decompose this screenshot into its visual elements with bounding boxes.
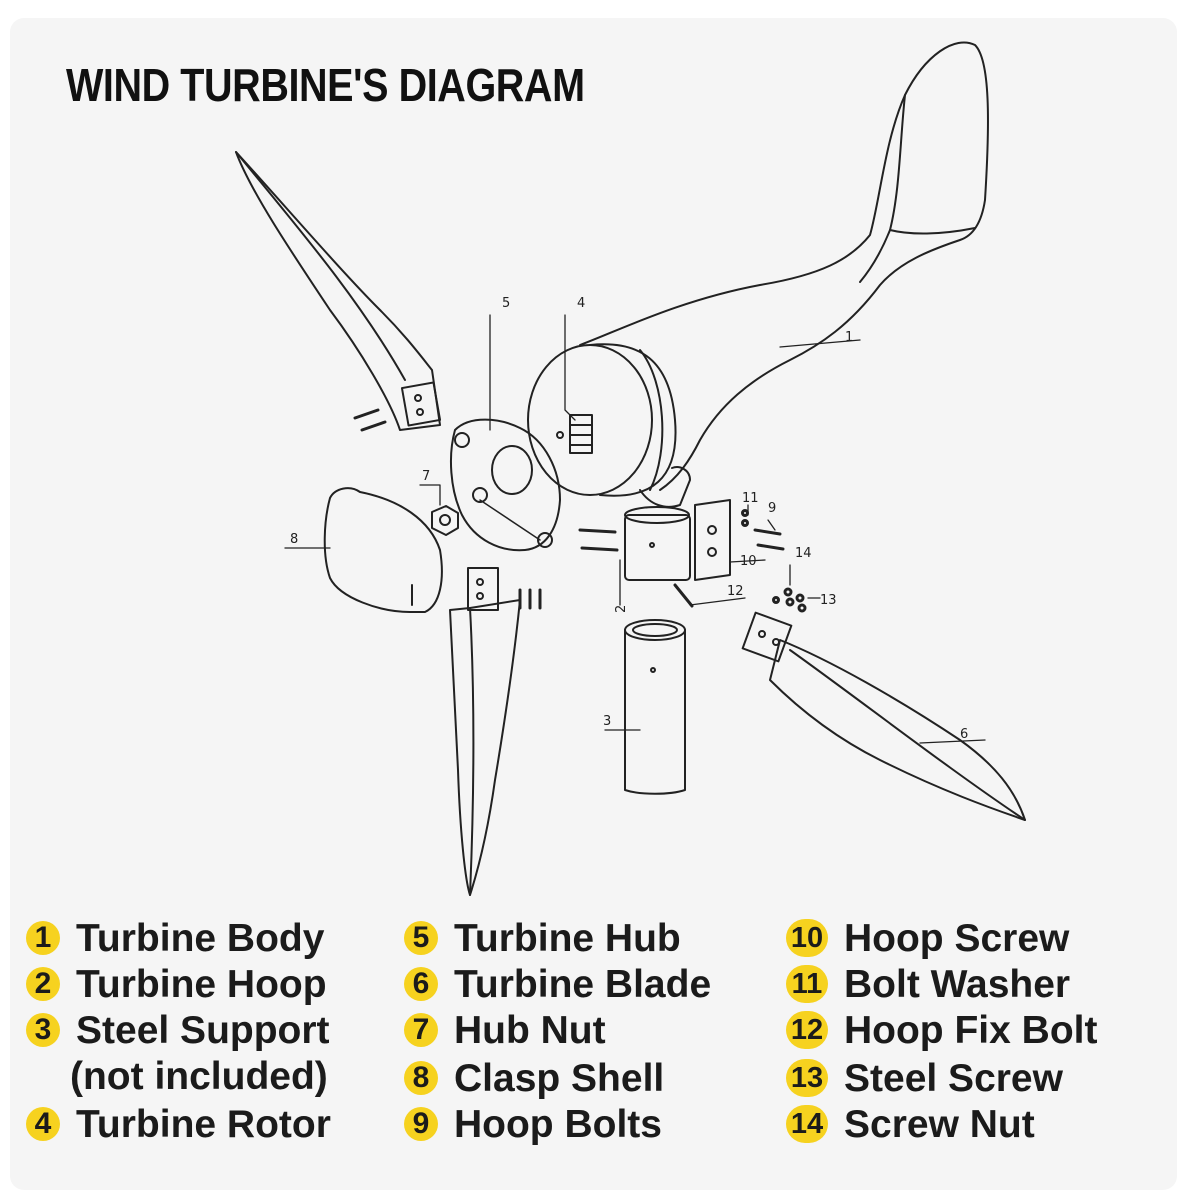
legend-label: Turbine Blade [454, 963, 712, 1006]
callout-9: 9 [768, 501, 776, 516]
callout-8: 8 [290, 532, 298, 547]
turbine-hoop-part [624, 506, 691, 581]
legend-item-3: 3 Steel Support [26, 1008, 330, 1054]
callout-10: 10 [740, 554, 757, 569]
clasp-shell-part [323, 487, 443, 613]
legend-item-2: 2 Turbine Hoop [26, 962, 327, 1008]
legend-label: Hoop Bolts [454, 1103, 662, 1146]
legend-label: Hoop Fix Bolt [844, 1009, 1098, 1052]
legend-item-5: 5 Turbine Hub [404, 916, 681, 962]
legend-number-badge: 9 [404, 1107, 438, 1141]
legend-label: Bolt Washer [844, 963, 1071, 1006]
legend-item-12: 12 Hoop Fix Bolt [786, 1008, 1097, 1054]
callout-13: 13 [820, 593, 837, 608]
callout-7: 7 [422, 469, 430, 484]
legend-item-14: 14 Screw Nut [786, 1102, 1035, 1148]
legend-number-badge: 13 [786, 1059, 828, 1097]
callout-3: 3 [603, 714, 611, 729]
bolts-hardware [353, 408, 807, 613]
legend-number-badge: 1 [26, 921, 60, 955]
legend-number-badge: 6 [404, 967, 438, 1001]
turbine-blade-right [741, 611, 1026, 821]
legend-number-badge: 3 [26, 1013, 60, 1047]
callout-2: 2 [614, 605, 629, 613]
legend-item-1: 1 Turbine Body [26, 916, 324, 962]
legend-number-badge: 10 [786, 919, 828, 957]
legend-item-4: 4 Turbine Rotor [26, 1102, 331, 1148]
turbine-body-part [579, 41, 989, 491]
leader-lines [284, 314, 986, 744]
callout-14: 14 [795, 546, 812, 561]
legend-number-badge: 7 [404, 1013, 438, 1047]
diagram-title: WIND TURBINE'S DIAGRAM [66, 59, 585, 111]
legend-item-7: 7 Hub Nut [404, 1008, 606, 1054]
legend-label: Turbine Hoop [76, 963, 327, 1006]
turbine-exploded-diagram: 1 2 3 4 5 6 7 8 9 10 11 12 13 14 [235, 41, 1026, 896]
legend-item-11: 11 Bolt Washer [786, 962, 1070, 1008]
hub-nut-part [431, 505, 459, 536]
legend-label: Steel Support [76, 1009, 330, 1052]
callout-11: 11 [742, 491, 759, 506]
callout-5: 5 [502, 296, 510, 311]
turbine-blade-upper-left [235, 151, 442, 431]
legend-label: Clasp Shell [454, 1057, 665, 1100]
legend-number-badge: 14 [786, 1105, 828, 1143]
legend-label: Turbine Body [76, 917, 325, 960]
hoop-plate-part [694, 499, 731, 581]
legend-label: Turbine Hub [454, 917, 681, 960]
legend-item-9: 9 Hoop Bolts [404, 1102, 662, 1148]
legend-item-13: 13 Steel Screw [786, 1056, 1063, 1102]
legend-sublabel: (not included) [70, 1055, 328, 1098]
turbine-blade-bottom [449, 567, 521, 896]
turbine-elbow-part [639, 466, 691, 508]
legend-item-8: 8 Clasp Shell [404, 1056, 664, 1102]
turbine-rotor-part [527, 343, 677, 497]
legend-number-badge: 4 [26, 1107, 60, 1141]
legend-label: Steel Screw [844, 1057, 1063, 1100]
callout-4: 4 [577, 296, 585, 311]
legend-label: Hub Nut [454, 1009, 606, 1052]
callout-12: 12 [727, 584, 744, 599]
steel-support-part [624, 619, 686, 795]
legend-number-badge: 8 [404, 1061, 438, 1095]
callout-1: 1 [845, 330, 853, 345]
legend-label: Screw Nut [844, 1103, 1035, 1146]
callout-6: 6 [960, 727, 968, 742]
turbine-hub-part [449, 418, 561, 552]
legend-number-badge: 2 [26, 967, 60, 1001]
legend-item-10: 10 Hoop Screw [786, 916, 1069, 962]
legend-label: Turbine Rotor [76, 1103, 331, 1146]
legend-number-badge: 5 [404, 921, 438, 955]
callout-labels: 1 2 3 4 5 6 7 8 9 10 11 12 13 14 [290, 296, 968, 742]
legend-number-badge: 11 [786, 965, 828, 1003]
legend-item-6: 6 Turbine Blade [404, 962, 711, 1008]
legend-number-badge: 12 [786, 1011, 828, 1049]
legend-label: Hoop Screw [844, 917, 1070, 960]
